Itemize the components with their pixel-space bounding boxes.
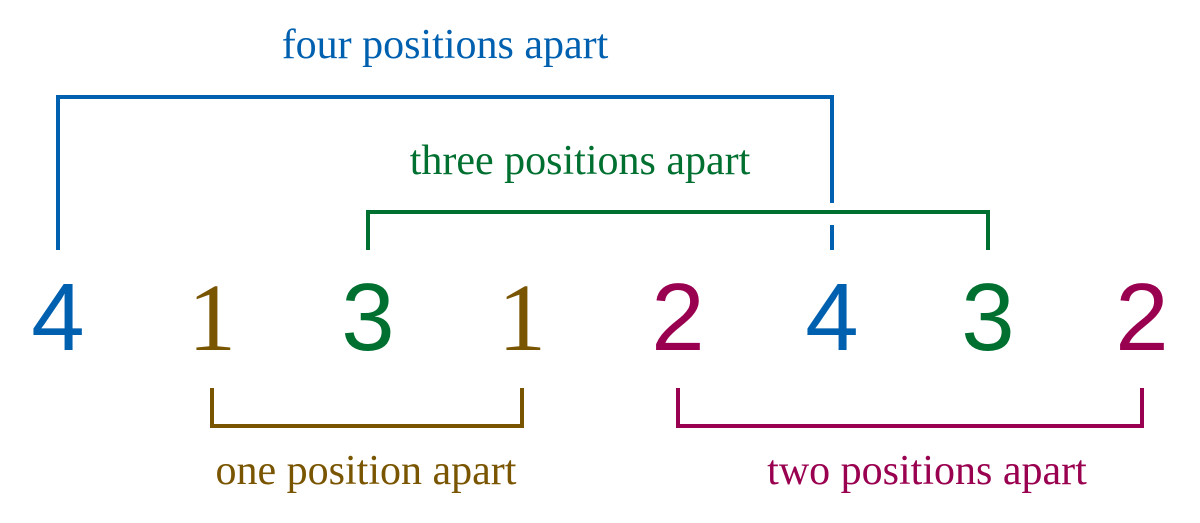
bracket-one xyxy=(210,388,524,428)
label-one-position: one position apart xyxy=(216,448,517,494)
digit-position-8: 2 xyxy=(1115,264,1168,371)
digit-position-5: 2 xyxy=(651,264,704,371)
digit-position-2: 1 xyxy=(188,264,236,371)
bracket-two xyxy=(676,388,1144,428)
digit-position-4: 1 xyxy=(498,264,546,371)
label-four-positions: four positions apart xyxy=(282,22,609,68)
bracket-four xyxy=(56,95,834,250)
digit-position-6: 4 xyxy=(805,264,858,371)
digit-position-7: 3 xyxy=(961,264,1014,371)
label-two-positions: two positions apart xyxy=(767,448,1087,494)
digit-position-3: 3 xyxy=(341,264,394,371)
digit-position-1: 4 xyxy=(31,264,84,371)
bracket-three xyxy=(366,210,990,250)
label-three-positions: three positions apart xyxy=(410,138,751,184)
